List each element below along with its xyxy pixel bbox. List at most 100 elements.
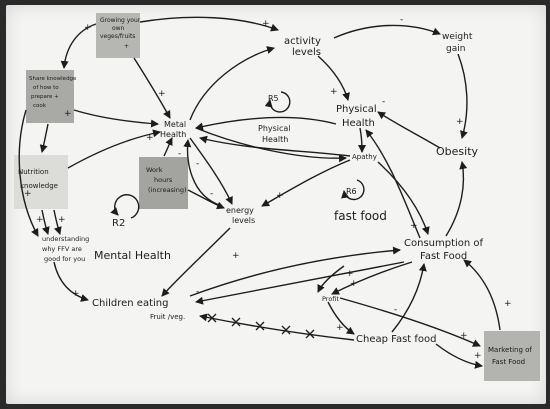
loop-r2-caption: Mental Health — [94, 249, 171, 262]
svg-text:Children eating Fruit: Children eating Fruit /veg. — [92, 298, 185, 321]
note-growing-line: Growing your — [100, 17, 141, 24]
node-activity-line: activity — [284, 36, 321, 47]
sign-plus: + — [346, 269, 354, 279]
note-nutrition-paper — [14, 155, 68, 209]
arrow-consumption-profit-2 — [317, 265, 345, 293]
arrow-apathy-consumption — [377, 161, 430, 235]
node-physical-line: Health — [342, 118, 375, 129]
arrow-nutrition-understanding-2 — [53, 209, 62, 235]
sign-minus: - — [394, 305, 397, 315]
cross-mark — [305, 329, 315, 339]
note-nutrition-line: Nutrition — [18, 168, 49, 176]
sign-plus: + — [36, 215, 44, 225]
node-obesity: Obesity — [436, 145, 479, 158]
arrow-profit-cheap — [327, 301, 355, 335]
sign-plus: + — [350, 279, 358, 289]
arrow-cheap-consumption — [391, 263, 427, 333]
node-apathy: Apathy — [352, 153, 377, 161]
loop-r6-caption: fast food — [334, 209, 387, 223]
polarity-signs: + + + - + + - + + + + - - - - + + + - + … — [24, 15, 512, 361]
arrow-nutrition-mental — [67, 129, 161, 169]
node-weight-line: gain — [446, 44, 465, 54]
arrow-apathy-mental — [199, 135, 351, 157]
sign-plus: + — [58, 215, 66, 225]
arrow-physical-mental — [195, 116, 337, 131]
node-weight-line: weight — [442, 32, 473, 42]
note-marketing-line: Fast Food — [492, 358, 525, 366]
arrow-mental-activity — [189, 46, 275, 121]
sign-minus: - — [196, 287, 199, 297]
svg-text:weight gain: weight gain — [442, 32, 475, 54]
sign-minus: - — [210, 189, 213, 199]
flipchart-paper — [6, 5, 546, 404]
sign-plus: + — [460, 331, 468, 341]
node-apathy-label: Apathy — [352, 153, 377, 161]
loop-r5-arrow — [264, 91, 291, 113]
note-share-line: of how to — [33, 85, 59, 91]
node-mental-health-line: Health — [160, 130, 186, 139]
arrow-marketing-consumption — [463, 259, 501, 331]
node-weight-gain: weight gain — [442, 32, 475, 54]
loop-r2-label: R2 — [112, 218, 125, 229]
node-consumption: Consumption of Fast Food — [404, 238, 486, 262]
note-growing-line: + — [124, 43, 129, 50]
svg-text:Work hours (in: Work hours (increasing) — [146, 166, 187, 194]
loop-r5-caption: Health — [262, 135, 288, 144]
arrow-weight-obesity — [457, 53, 468, 139]
arrow-obesity-physical — [377, 111, 441, 149]
node-energy-line: levels — [232, 216, 255, 225]
node-energy-levels: energy levels — [226, 206, 256, 225]
sign-plus: + — [158, 89, 166, 99]
sign-plus: + — [504, 299, 512, 309]
arrow-growing-activity — [139, 16, 279, 32]
node-profit: Profit — [322, 295, 339, 303]
svg-text:energy levels: energy levels — [226, 206, 256, 225]
node-children-line: Children eating — [92, 298, 168, 309]
svg-text:Physical Health: Physical Health — [336, 104, 380, 129]
loop-r5: R5 Physical Health — [258, 91, 291, 144]
sign-plus: + — [84, 23, 92, 33]
arrow-profit-marketing — [339, 297, 481, 347]
arrow-cheap-marketing — [435, 343, 483, 369]
svg-text:Growing your own: Growing your own veges/fruits + — [100, 17, 142, 50]
note-work-line: hours — [154, 176, 173, 184]
note-work-line: Work — [146, 166, 163, 174]
note-work-line: (increasing) — [148, 186, 187, 194]
node-understanding-line: good for you — [44, 255, 85, 263]
loop-r5-caption: Physical — [258, 124, 291, 133]
sign-plus: + — [336, 323, 344, 333]
loop-r6-label: R6 — [346, 187, 357, 196]
note-growing-paper — [96, 13, 140, 58]
sign-minus: - — [196, 159, 199, 169]
loop-r6-arrow — [341, 179, 365, 201]
svg-text:activity levels: activity levels — [284, 36, 324, 58]
node-children-line: Fruit /veg. — [150, 313, 185, 321]
cross-mark — [255, 321, 265, 331]
arrow-consumption-obesity — [445, 161, 468, 237]
svg-text:Consumption of Fast Fo: Consumption of Fast Food — [404, 238, 486, 262]
note-share-line: cook — [33, 103, 47, 109]
arrow-physical-apathy — [357, 127, 366, 153]
arrow-nutrition-understanding — [41, 209, 50, 235]
svg-text:understanding why FFV: understanding why FFV are good for you — [42, 235, 91, 263]
note-growing-line: own — [112, 25, 125, 32]
note-nutrition-line: knowledge — [20, 182, 58, 190]
note-share-paper — [26, 70, 74, 123]
delay-crosses — [207, 313, 315, 339]
sign-plus: + — [146, 133, 154, 143]
note-share: Share knowledge of how to prepare + cook — [26, 70, 78, 123]
loop-r6: R6 fast food — [334, 179, 387, 223]
note-work-paper — [139, 157, 188, 209]
sign-plus: + — [330, 87, 338, 97]
svg-text:Metal Health: Metal Health — [160, 120, 189, 139]
note-work: Work hours (increasing) — [139, 157, 188, 209]
loop-r2: R2 Mental Health — [94, 194, 171, 262]
arrow-consumption-children — [195, 261, 405, 305]
arrow-apathy-energy — [261, 159, 351, 207]
svg-text:Share knowledge of how: Share knowledge of how to prepare + cook — [29, 76, 78, 109]
note-share-line: prepare + — [31, 94, 59, 100]
sign-minus: - — [382, 97, 385, 107]
node-children-eating: Children eating Fruit /veg. — [92, 298, 185, 321]
